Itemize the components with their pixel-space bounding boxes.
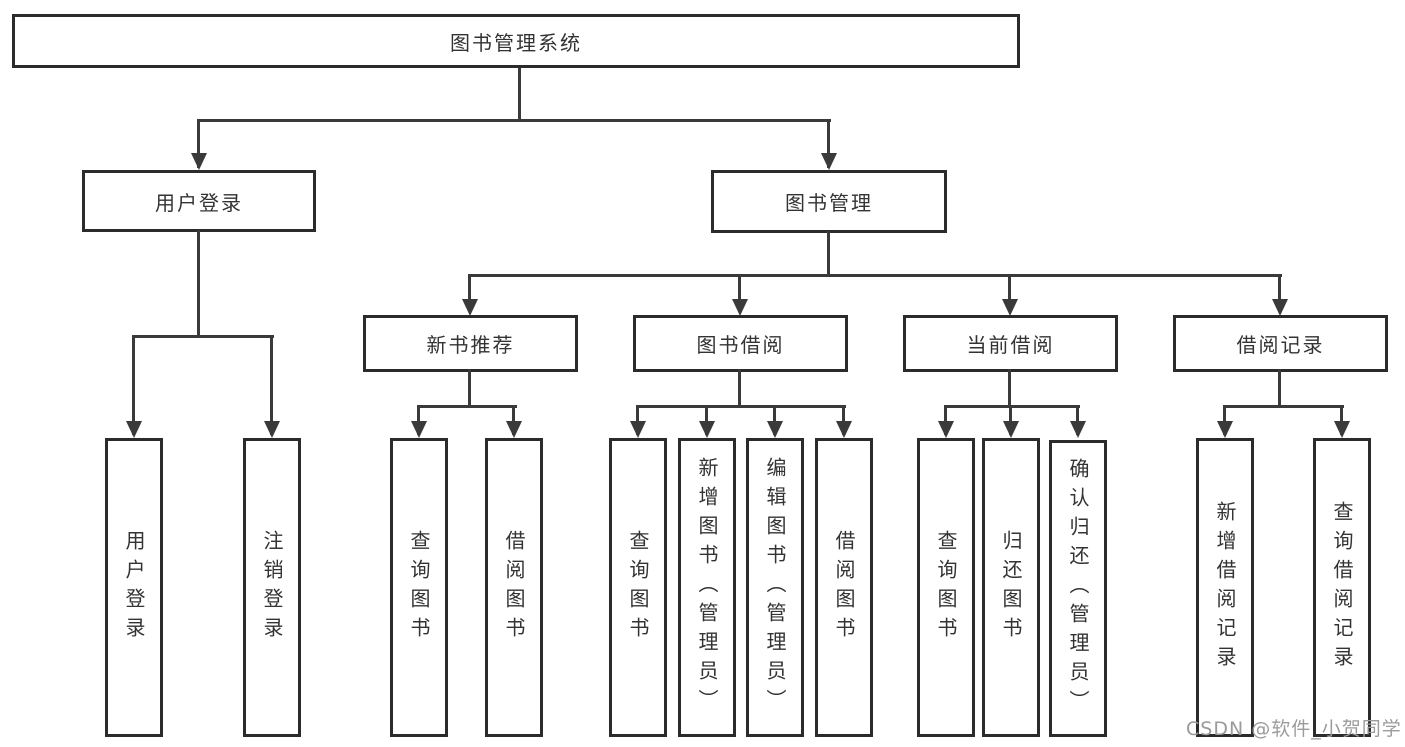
- node-borrowing-records: 借阅记录: [1173, 315, 1388, 372]
- arrowhead-down-icon: [732, 299, 748, 316]
- connector-line: [132, 335, 274, 338]
- connector-line: [842, 405, 845, 435]
- connector-line: [738, 274, 741, 311]
- node-user-login: 用户登录: [82, 170, 316, 232]
- arrowhead-down-icon: [938, 421, 954, 438]
- connector-line: [773, 405, 776, 435]
- leaf-logout: 注销登录: [243, 438, 301, 737]
- node-library-system: 图书管理系统: [12, 14, 1020, 68]
- node-label: 查询图书: [934, 529, 958, 646]
- connector-line: [197, 230, 200, 338]
- node-label: 借阅图书: [832, 529, 856, 646]
- node-label: 查询图书: [626, 529, 650, 646]
- node-label: 确认归还（管理员）: [1066, 458, 1090, 719]
- connector-line: [468, 274, 471, 311]
- arrowhead-down-icon: [699, 421, 715, 438]
- node-label: 图书管理系统: [450, 30, 582, 55]
- connector-line: [468, 274, 1282, 277]
- connector-line: [1278, 274, 1281, 311]
- leaf-add-book-admin: 新增图书（管理员）: [678, 438, 736, 737]
- node-label: 新增图书（管理员）: [695, 457, 719, 718]
- arrowhead-down-icon: [1217, 421, 1233, 438]
- connector-line: [1278, 369, 1281, 408]
- node-current-borrowing: 当前借阅: [903, 315, 1118, 372]
- node-label: 新书推荐: [426, 333, 515, 357]
- node-label: 图书管理: [785, 191, 873, 215]
- arrowhead-down-icon: [1334, 421, 1350, 438]
- arrowhead-down-icon: [1272, 299, 1288, 316]
- leaf-return-books: 归还图书: [982, 438, 1040, 737]
- arrowhead-down-icon: [630, 421, 646, 438]
- node-book-management: 图书管理: [711, 170, 947, 233]
- connector-line: [197, 119, 200, 168]
- connector-line: [1223, 405, 1226, 435]
- connector-line: [132, 335, 135, 435]
- arrowhead-down-icon: [836, 421, 852, 438]
- node-label: 注销登录: [260, 529, 284, 646]
- connector-line: [1076, 405, 1079, 435]
- leaf-query-books-borrowing: 查询图书: [609, 438, 667, 737]
- arrowhead-down-icon: [1002, 299, 1018, 316]
- node-label: 借阅图书: [502, 529, 526, 646]
- node-label: 编辑图书（管理员）: [763, 457, 787, 718]
- leaf-query-borrow-record: 查询借阅记录: [1313, 438, 1371, 737]
- arrowhead-down-icon: [767, 421, 783, 438]
- arrowhead-down-icon: [1003, 421, 1019, 438]
- node-new-book-recommend: 新书推荐: [363, 315, 578, 372]
- connector-line: [197, 119, 831, 122]
- leaf-edit-book-admin: 编辑图书（管理员）: [746, 438, 804, 737]
- connector-line: [1223, 405, 1344, 408]
- node-label: 用户登录: [122, 529, 146, 646]
- arrowhead-down-icon: [821, 153, 837, 170]
- node-book-borrowing: 图书借阅: [633, 315, 848, 372]
- node-label: 归还图书: [999, 529, 1023, 646]
- connector-line: [827, 119, 830, 168]
- arrowhead-down-icon: [506, 421, 522, 438]
- node-label: 借阅记录: [1236, 333, 1325, 357]
- leaf-add-borrow-record: 新增借阅记录: [1196, 438, 1254, 737]
- arrowhead-down-icon: [191, 153, 207, 170]
- connector-line: [468, 369, 471, 408]
- arrowhead-down-icon: [1070, 421, 1086, 438]
- leaf-confirm-return-admin: 确认归还（管理员）: [1049, 440, 1107, 737]
- arrowhead-down-icon: [264, 421, 280, 438]
- node-label: 查询图书: [407, 529, 431, 646]
- node-label: 用户登录: [155, 190, 243, 215]
- connector-line: [1009, 405, 1012, 435]
- connector-line: [1340, 405, 1343, 435]
- watermark: CSDN @软件_小贺同学: [1186, 718, 1402, 740]
- node-label: 图书借阅: [696, 333, 785, 357]
- node-label: 当前借阅: [966, 333, 1055, 357]
- leaf-user-login: 用户登录: [105, 438, 163, 737]
- arrowhead-down-icon: [462, 299, 478, 316]
- leaf-borrow-books: 借阅图书: [815, 438, 873, 737]
- connector-line: [1008, 369, 1011, 408]
- connector-line: [417, 405, 517, 408]
- connector-line: [512, 405, 515, 435]
- connector-line: [1008, 274, 1011, 311]
- connector-line: [417, 405, 420, 435]
- node-label: 查询借阅记录: [1330, 500, 1354, 675]
- arrowhead-down-icon: [411, 421, 427, 438]
- connector-line: [738, 369, 741, 408]
- node-label: 新增借阅记录: [1213, 500, 1237, 675]
- arrowhead-down-icon: [126, 421, 142, 438]
- connector-line: [636, 405, 639, 435]
- connector-line: [944, 405, 947, 435]
- connector-line: [270, 335, 273, 435]
- leaf-query-books-recommend: 查询图书: [390, 438, 448, 737]
- connector-line: [827, 231, 830, 276]
- connector-line: [944, 405, 1080, 408]
- connector-line: [518, 68, 521, 122]
- leaf-borrow-books-recommend: 借阅图书: [485, 438, 543, 737]
- connector-line: [636, 405, 846, 408]
- connector-line: [705, 405, 708, 435]
- leaf-query-books-current: 查询图书: [917, 438, 975, 737]
